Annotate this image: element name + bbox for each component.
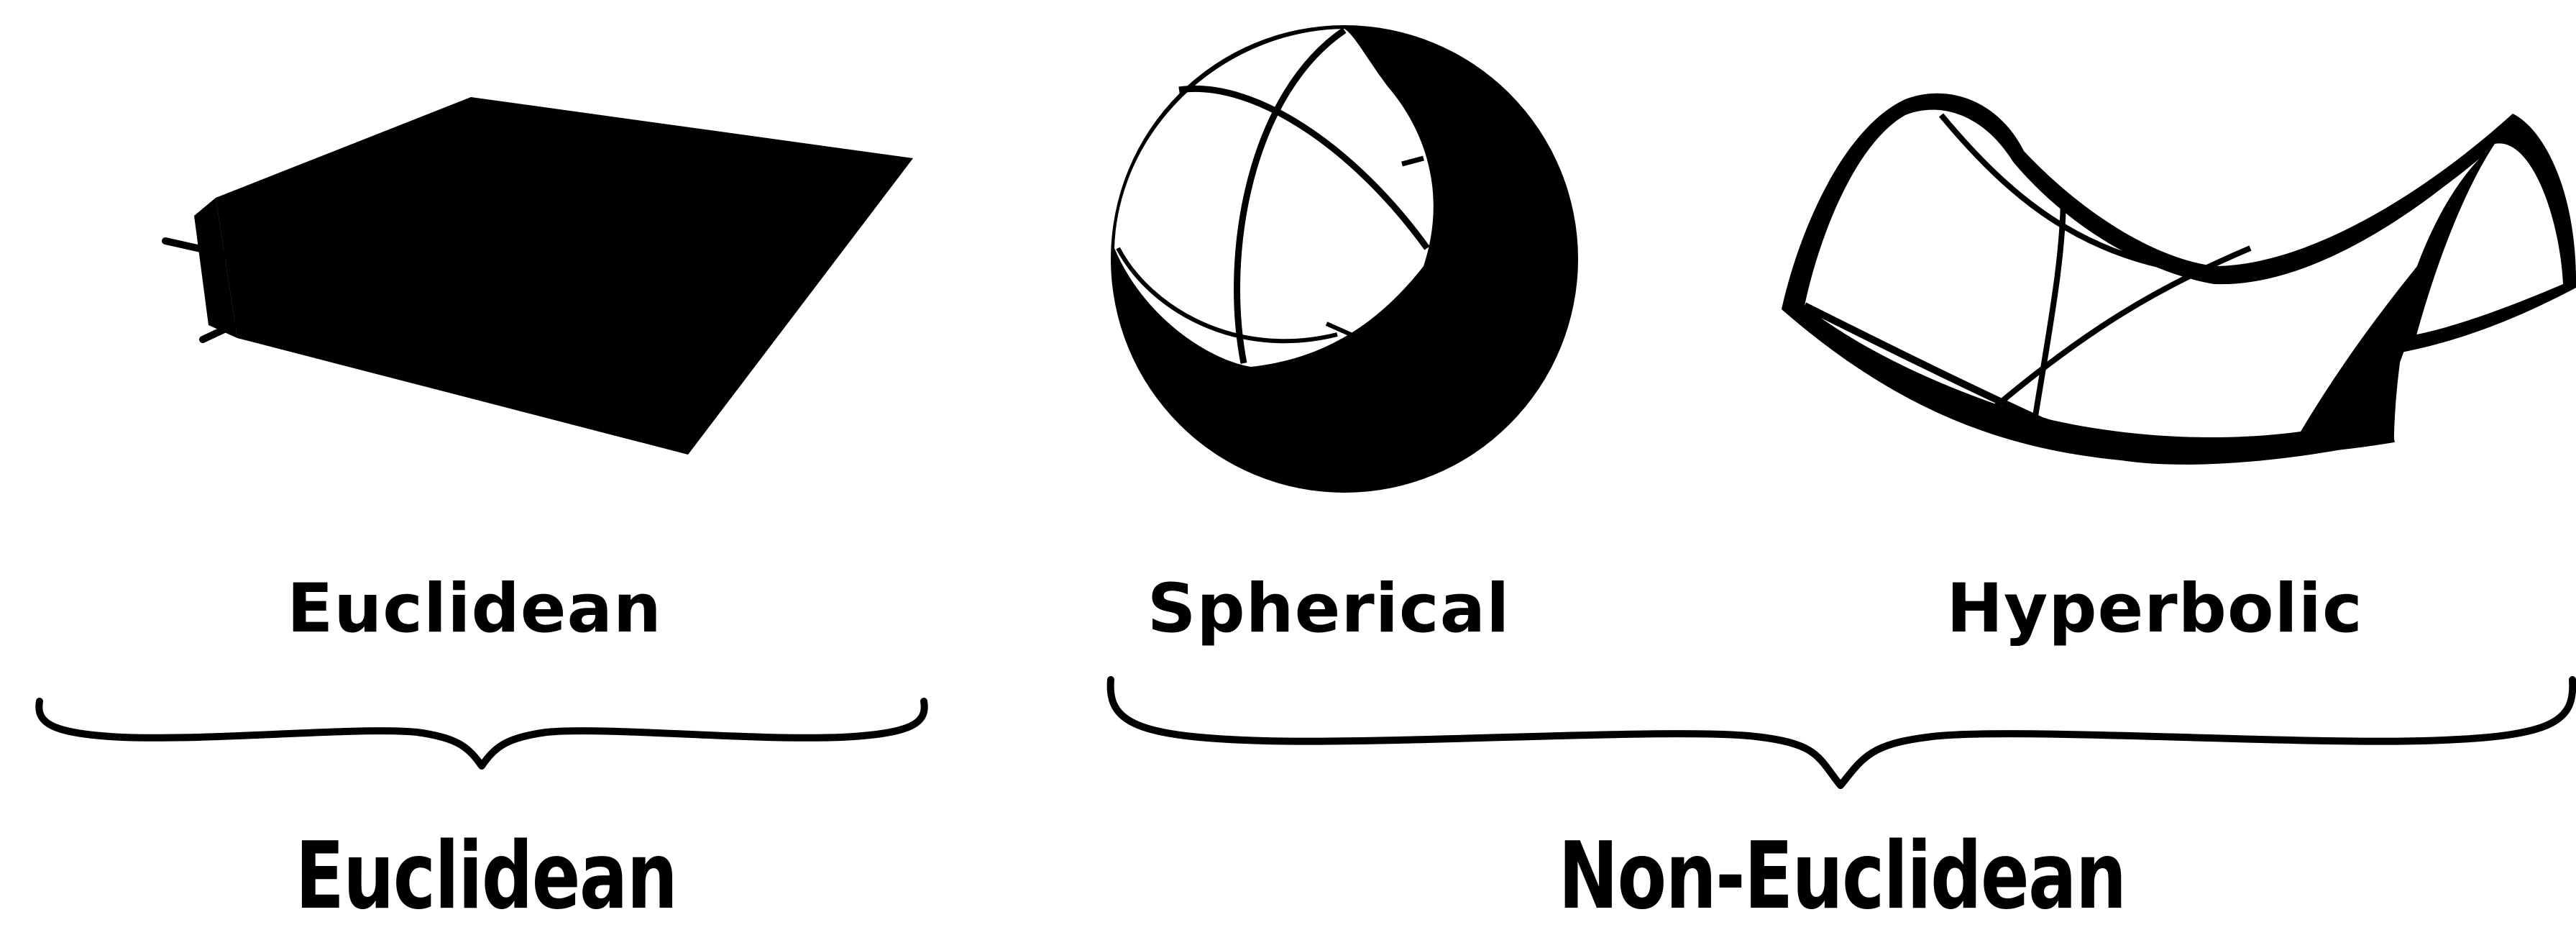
euclidean-plane-shape [162,97,913,455]
spherical-label: Spherical [1147,570,1511,648]
euclidean-brace [35,698,928,770]
non-euclidean-group-label: Non-Euclidean [1558,823,2127,930]
sphere-shape [1111,25,1578,493]
saddle-shape [1782,93,2576,465]
euclidean-group-label: Euclidean [295,823,678,930]
non-euclidean-brace [1106,676,2576,789]
euclidean-label: Euclidean [287,570,662,648]
hyperbolic-label: Hyperbolic [1946,570,2363,648]
